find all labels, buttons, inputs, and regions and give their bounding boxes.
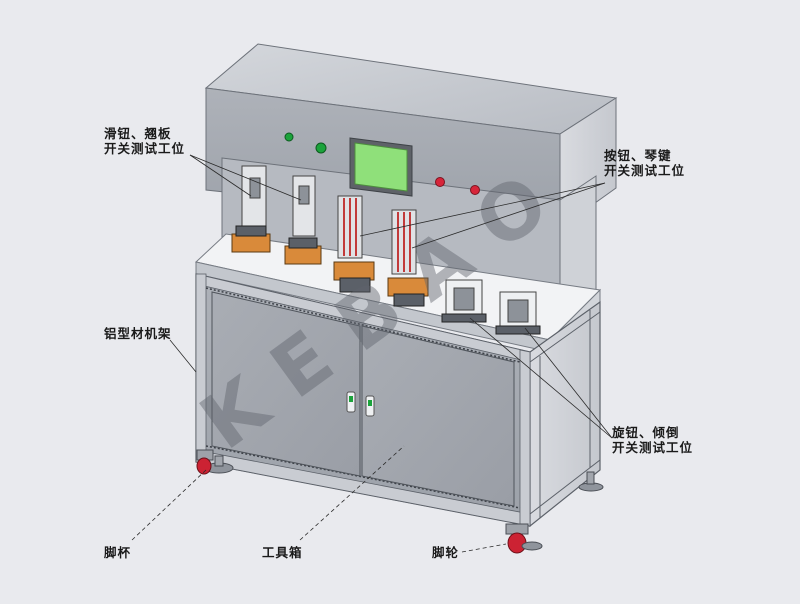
red-lamp-icon bbox=[470, 185, 480, 195]
callout-tool-box: 工具箱 bbox=[262, 545, 303, 560]
caster-wheel-icon bbox=[196, 457, 212, 475]
callout-caster: 脚轮 bbox=[432, 545, 459, 560]
casters bbox=[196, 449, 543, 554]
fixture-slide-2 bbox=[284, 175, 322, 265]
callout-line-2: 开关测试工位 bbox=[104, 141, 186, 156]
green-lamp-icon bbox=[315, 142, 327, 154]
fixture-rotary-1 bbox=[441, 279, 487, 323]
fixture-rotary-2 bbox=[495, 291, 541, 335]
callout-slide-rocker-station: 滑钮、翘板 开关测试工位 bbox=[104, 126, 185, 156]
callout-line-2: 开关测试工位 bbox=[604, 163, 686, 178]
green-lamp-icon bbox=[284, 132, 294, 142]
leader-lines bbox=[131, 154, 613, 553]
fixture-key-1 bbox=[333, 195, 375, 293]
callout-foot-cup: 脚杯 bbox=[104, 545, 131, 560]
callout-rotary-tilt-station: 旋钮、倾倒 开关测试工位 bbox=[612, 425, 693, 455]
callout-text: 脚轮 bbox=[432, 545, 460, 560]
callout-aluminum-frame: 铝型材机架 bbox=[104, 326, 172, 341]
callout-text: 铝型材机架 bbox=[104, 326, 172, 341]
callout-key-switch-station: 按钮、琴键 开关测试工位 bbox=[604, 148, 685, 178]
fixture-key-2 bbox=[387, 209, 429, 307]
callout-text: 工具箱 bbox=[262, 545, 303, 560]
callout-line-2: 开关测试工位 bbox=[612, 440, 694, 455]
callout-text: 脚杯 bbox=[104, 545, 132, 560]
indicator-lamps bbox=[284, 132, 480, 195]
red-lamp-icon bbox=[435, 177, 445, 187]
callout-line-1: 旋钮、倾倒 bbox=[612, 425, 680, 440]
callout-line-1: 滑钮、翘板 bbox=[104, 126, 172, 141]
foot-cups bbox=[204, 455, 604, 492]
touch-screen bbox=[349, 137, 413, 197]
caster-wheel-icon bbox=[507, 532, 527, 554]
fixture-slide-1 bbox=[231, 165, 271, 253]
callout-line-1: 按钮、琴键 bbox=[604, 148, 672, 163]
tool-cabinet bbox=[195, 273, 601, 528]
